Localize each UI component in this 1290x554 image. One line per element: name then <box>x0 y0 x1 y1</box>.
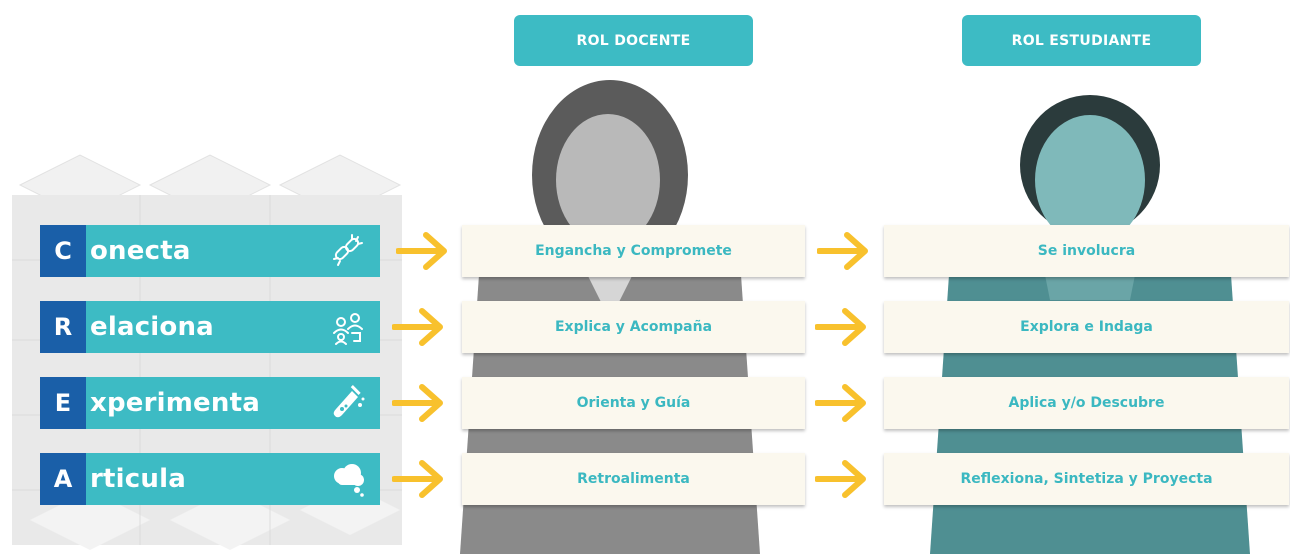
estudiante-action-label: Aplica y/o Descubre <box>1008 395 1165 411</box>
crea-word: elaciona <box>90 312 214 342</box>
header-rol-docente-label: ROL DOCENTE <box>576 32 691 49</box>
crea-row-articula: A rticula <box>40 453 380 505</box>
docente-action-label: Retroalimenta <box>577 471 690 487</box>
arrow-right-icon <box>392 384 443 422</box>
arrow-right-icon <box>815 384 866 422</box>
crea-row-relaciona: R elaciona <box>40 301 380 353</box>
crea-word: onecta <box>90 236 191 266</box>
crea-letter: C <box>40 225 86 277</box>
docente-action-box: Retroalimenta <box>462 453 805 505</box>
crea-row-experimenta: E xperimenta <box>40 377 380 429</box>
crea-word-block: elaciona <box>86 301 380 353</box>
people-icon <box>333 313 363 345</box>
estudiante-action-label: Se involucra <box>1037 243 1136 259</box>
crea-word-block: xperimenta <box>86 377 380 429</box>
crea-letter: R <box>40 301 86 353</box>
header-rol-docente: ROL DOCENTE <box>514 15 753 66</box>
arrow-right-icon <box>396 232 447 270</box>
crea-word: xperimenta <box>90 388 260 418</box>
crea-word: rticula <box>90 464 186 494</box>
crea-letter: E <box>40 377 86 429</box>
estudiante-action-box: Aplica y/o Descubre <box>884 377 1289 429</box>
crea-word-block: onecta <box>86 225 380 277</box>
link-icon <box>333 234 363 266</box>
estudiante-action-box: Reflexiona, Sintetiza y Proyecta <box>884 453 1289 505</box>
estudiante-action-label: Reflexiona, Sintetiza y Proyecta <box>960 471 1213 487</box>
header-rol-estudiante-label: ROL ESTUDIANTE <box>1011 32 1152 49</box>
docente-action-box: Explica y Acompaña <box>462 301 805 353</box>
test-tube-icon <box>333 385 365 418</box>
header-rol-estudiante: ROL ESTUDIANTE <box>962 15 1201 66</box>
docente-action-box: Engancha y Compromete <box>462 225 805 277</box>
arrow-right-icon <box>392 460 443 498</box>
docente-action-label: Engancha y Compromete <box>535 243 732 259</box>
thought-cloud-icon <box>334 464 364 497</box>
crea-letter: A <box>40 453 86 505</box>
arrow-right-icon <box>815 460 866 498</box>
estudiante-action-label: Explora e Indaga <box>1020 319 1153 335</box>
docente-action-box: Orienta y Guía <box>462 377 805 429</box>
arrow-right-icon <box>392 308 443 346</box>
crea-row-conecta: C onecta <box>40 225 380 277</box>
arrow-right-icon <box>817 232 868 270</box>
arrow-right-icon <box>815 308 866 346</box>
docente-action-label: Orienta y Guía <box>576 395 691 411</box>
estudiante-action-box: Explora e Indaga <box>884 301 1289 353</box>
estudiante-action-box: Se involucra <box>884 225 1289 277</box>
docente-action-label: Explica y Acompaña <box>554 319 713 335</box>
crea-word-block: rticula <box>86 453 380 505</box>
